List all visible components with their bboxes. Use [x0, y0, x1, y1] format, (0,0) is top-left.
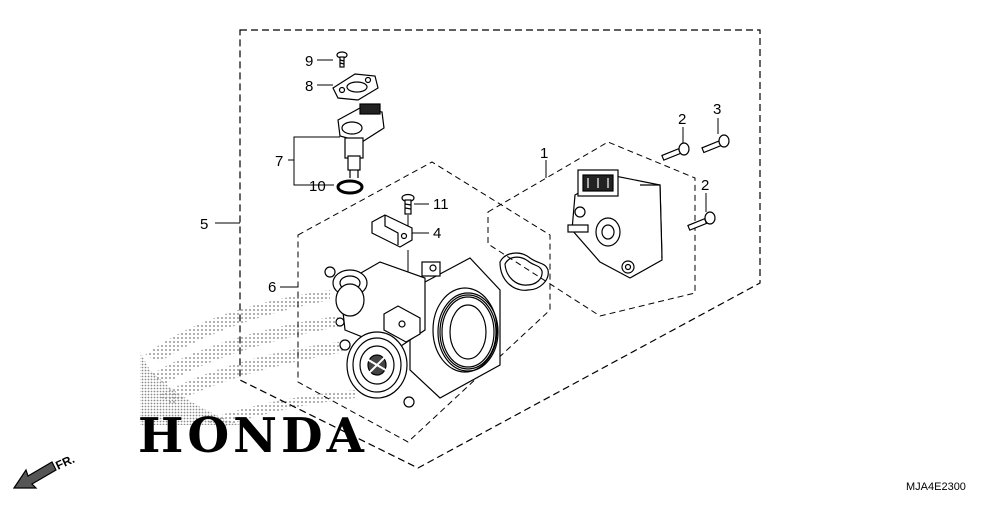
callout-3: 3 — [713, 101, 721, 118]
gasket-plate-part-8[interactable] — [332, 73, 379, 101]
o-ring-part-10[interactable] — [336, 179, 364, 195]
screw-part-3[interactable] — [701, 134, 730, 154]
callout-10: 10 — [309, 178, 326, 195]
callout-8: 8 — [305, 78, 313, 95]
screw-part-9[interactable] — [336, 51, 348, 68]
screw-part-2-lower[interactable] — [687, 211, 716, 231]
callout-11: 11 — [433, 196, 449, 213]
callout-9: 9 — [305, 53, 313, 70]
callout-1: 1 — [540, 145, 548, 162]
front-direction-arrow-icon — [12, 461, 57, 489]
callout-6: 6 — [268, 279, 276, 296]
throttle-body-boundary — [297, 161, 551, 443]
direction-label: FR. — [53, 452, 76, 473]
sensor-gasket[interactable] — [499, 252, 549, 291]
throttle-sensor-part-1[interactable] — [567, 169, 663, 279]
bracket-part-4[interactable] — [371, 214, 413, 248]
screw-part-2-upper[interactable] — [661, 142, 690, 161]
callout-5: 5 — [200, 216, 208, 233]
screw-part-11[interactable] — [401, 193, 415, 215]
sensor-part-7[interactable] — [337, 103, 385, 178]
honda-watermark-text: HONDA — [138, 408, 368, 464]
assembly-boundary — [239, 29, 761, 469]
diagram-code: MJA4E2300 — [906, 481, 966, 493]
callout-4: 4 — [433, 225, 441, 242]
throttle-body-part-6[interactable] — [324, 257, 501, 408]
callout-2-lower: 2 — [701, 177, 709, 194]
callout-2-upper: 2 — [678, 111, 686, 128]
callout-7: 7 — [275, 153, 283, 170]
